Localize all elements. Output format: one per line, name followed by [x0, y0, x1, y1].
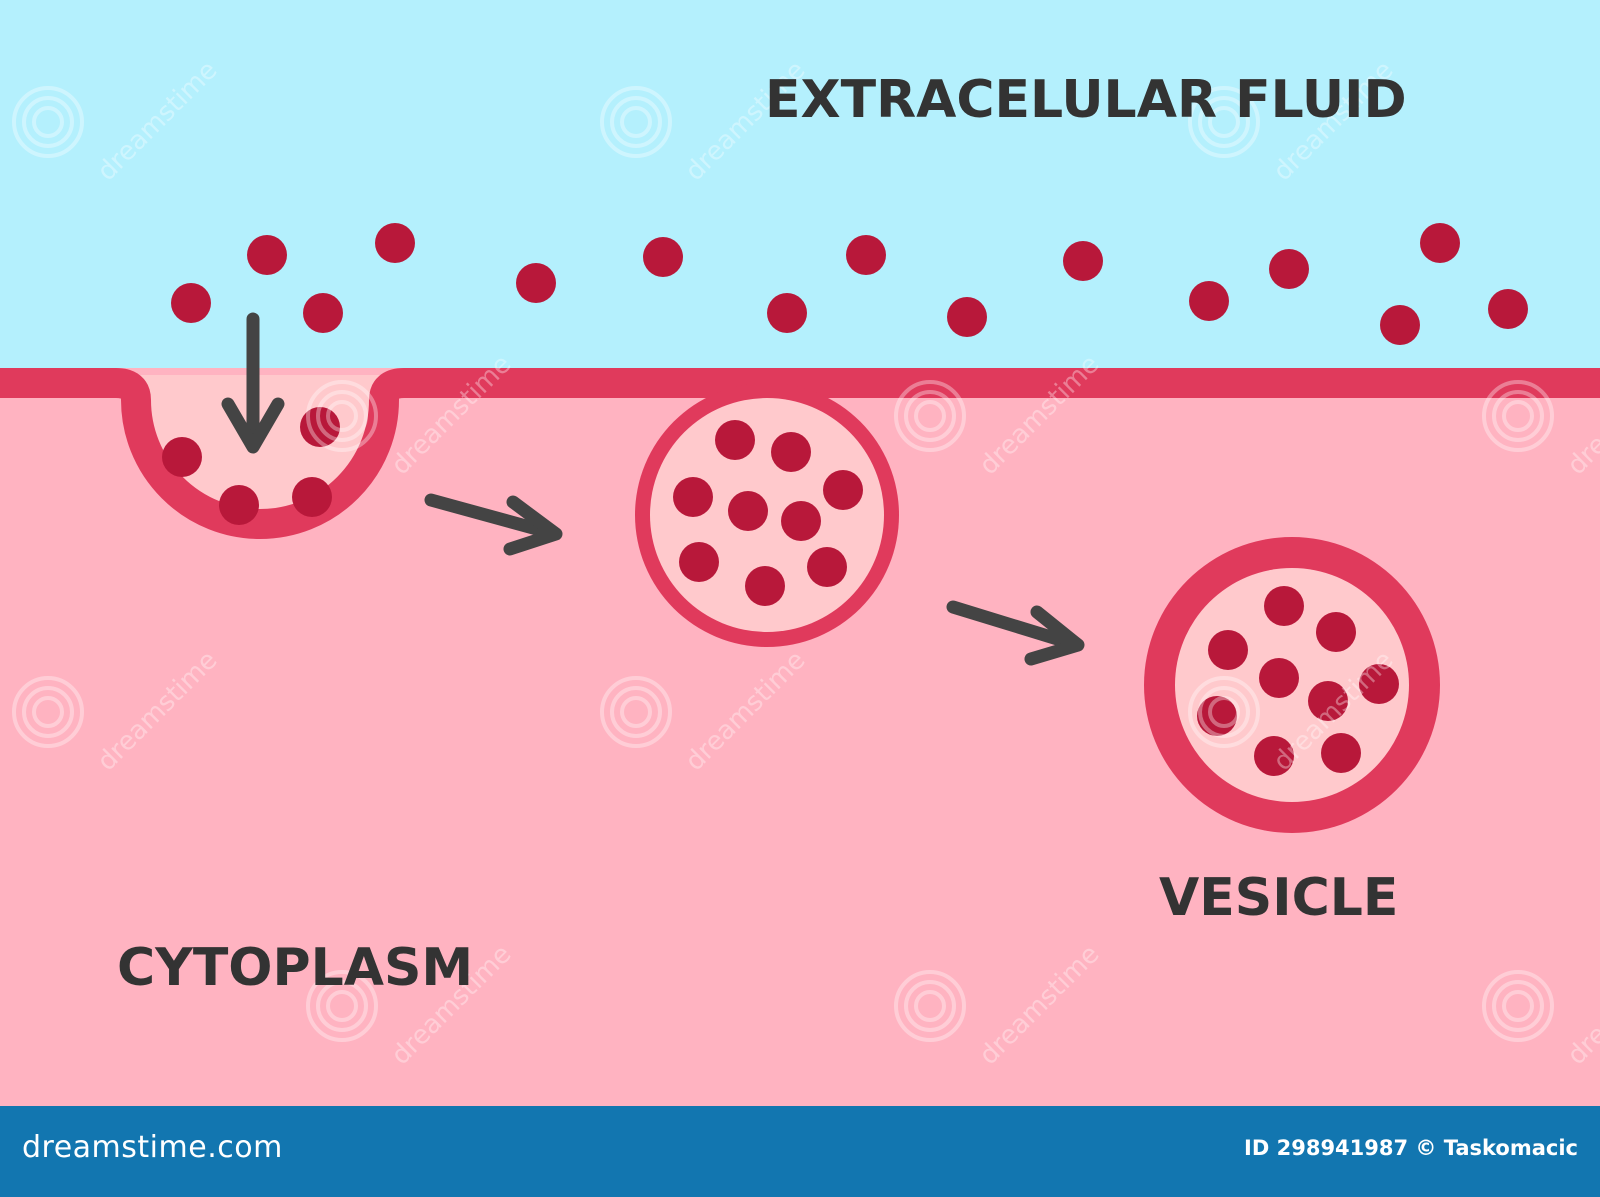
particle [1420, 223, 1460, 263]
particle [1269, 249, 1309, 289]
spiral-logo-icon [1482, 970, 1554, 1042]
particle [171, 283, 211, 323]
particle [673, 477, 713, 517]
footer-credit: ID 298941987 © Taskomacic [1244, 1136, 1578, 1160]
spiral-logo-icon [12, 676, 84, 748]
particle [767, 293, 807, 333]
particle [728, 491, 768, 531]
particle [219, 485, 259, 525]
extracellular-fluid-label: EXTRACELULAR FLUID [765, 70, 1407, 130]
spiral-logo-icon [1188, 676, 1260, 748]
particle [1316, 612, 1356, 652]
particle [1359, 664, 1399, 704]
spiral-logo-icon [316, 980, 368, 1032]
arrow-right-icon [946, 600, 1085, 666]
spiral-logo-icon [894, 970, 966, 1042]
spiral-logo-icon [22, 96, 74, 148]
cytoplasm-label: CYTOPLASM [117, 938, 473, 998]
particle [823, 470, 863, 510]
particle [1308, 681, 1348, 721]
particle [162, 437, 202, 477]
arrow-down-icon [221, 312, 285, 454]
particle [807, 547, 847, 587]
particle [679, 542, 719, 582]
particle [771, 432, 811, 472]
endocytosis-diagram: dreamstimedreamstimedreamstimedreamstime… [0, 0, 1600, 1071]
particle [1197, 696, 1237, 736]
spiral-logo-icon [914, 990, 946, 1022]
particle [1380, 305, 1420, 345]
particle [303, 293, 343, 333]
particle [375, 223, 415, 263]
particle [1321, 733, 1361, 773]
particle [846, 235, 886, 275]
spiral-logo-icon [610, 96, 662, 148]
spiral-logo-icon [1492, 980, 1544, 1032]
free-vesicle-particles [1197, 586, 1399, 776]
particle [516, 263, 556, 303]
spiral-logo-icon [1198, 686, 1250, 738]
particle [1259, 658, 1299, 698]
spiral-logo-icon [1188, 86, 1260, 158]
particle [715, 420, 755, 460]
spiral-logo-icon [1198, 96, 1250, 148]
spiral-logo-icon [22, 686, 74, 738]
particle [745, 566, 785, 606]
particle [1264, 586, 1304, 626]
spiral-logo-icon [894, 380, 966, 452]
footer-logo: dreamstime.com [22, 1130, 283, 1165]
spiral-logo-icon [620, 106, 652, 138]
spiral-logo-icon [600, 676, 672, 748]
spiral-logo-icon [1502, 990, 1534, 1022]
spiral-logo-icon [610, 686, 662, 738]
spiral-logo-icon [1502, 400, 1534, 432]
particle [947, 297, 987, 337]
particle [643, 237, 683, 277]
particle [1208, 630, 1248, 670]
extracellular-particles [171, 223, 1528, 345]
particle [1488, 289, 1528, 329]
spiral-logo-icon [306, 380, 378, 452]
vesicle-label: VESICLE [1159, 868, 1398, 928]
pit-particles [162, 407, 340, 525]
spiral-logo-icon [904, 390, 956, 442]
particle [781, 501, 821, 541]
spiral-logo-icon [1208, 696, 1240, 728]
spiral-logo-icon [1208, 106, 1240, 138]
particle [1254, 736, 1294, 776]
spiral-logo-icon [326, 400, 358, 432]
spiral-logo-icon [32, 106, 64, 138]
spiral-logo-icon [1482, 380, 1554, 452]
particle [1063, 241, 1103, 281]
spiral-logo-icon [316, 390, 368, 442]
spiral-logo-icon [914, 400, 946, 432]
particle [292, 477, 332, 517]
budding-vesicle-particles [673, 420, 863, 606]
spiral-logo-icon [904, 980, 956, 1032]
spiral-logo-icon [600, 86, 672, 158]
spiral-logo-icon [1492, 390, 1544, 442]
spiral-logo-icon [620, 696, 652, 728]
particle [300, 407, 340, 447]
spiral-logo-icon [32, 696, 64, 728]
arrow-right-icon [424, 493, 563, 556]
particle [1189, 281, 1229, 321]
spiral-logo-icon [326, 990, 358, 1022]
spiral-logo-icon [306, 970, 378, 1042]
footer-bar: dreamstime.com ID 298941987 © Taskomacic [0, 1106, 1600, 1197]
particle [247, 235, 287, 275]
plasma-membrane [0, 368, 1600, 539]
spiral-logo-icon [12, 86, 84, 158]
